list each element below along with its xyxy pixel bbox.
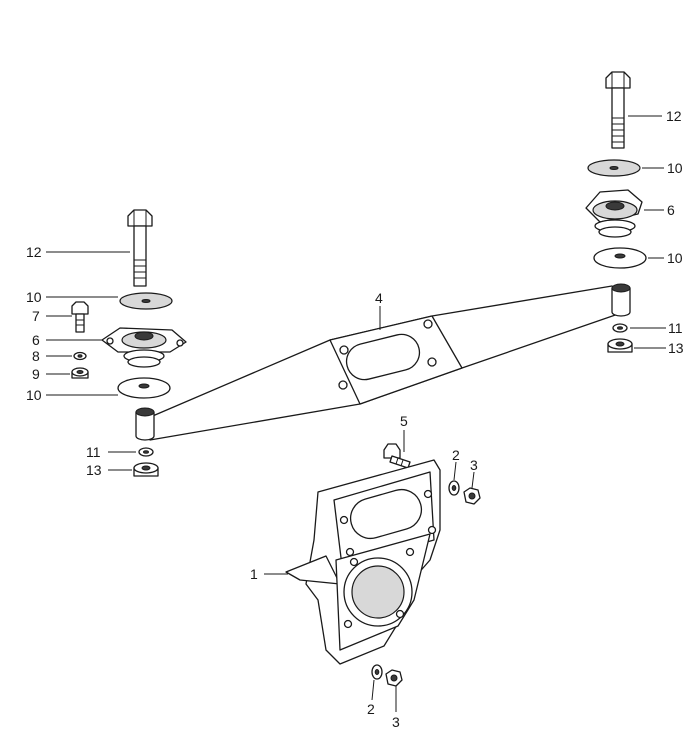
callout-2-bottom: 2: [367, 701, 375, 717]
bolt-bracket: [383, 443, 411, 469]
bolt-small: [71, 301, 89, 333]
lockwasher-right: [612, 323, 628, 333]
lockwasher-left: [138, 447, 154, 457]
callout-1: 1: [250, 566, 258, 582]
washer-left-top: [119, 292, 173, 310]
callout-13-right: 13: [668, 340, 684, 356]
nut-right: [607, 338, 633, 353]
callout-10-left-top: 10: [26, 289, 42, 305]
nut-small: [71, 367, 89, 379]
mount-left: [101, 327, 187, 368]
callout-5: 5: [400, 413, 408, 429]
callout-10-right-bottom: 10: [667, 250, 683, 266]
callout-12-left: 12: [26, 244, 42, 260]
callout-13-left: 13: [86, 462, 102, 478]
mount-right: [585, 189, 643, 238]
callout-11-right: 11: [668, 320, 683, 336]
callout-3-top: 3: [470, 457, 478, 473]
callout-6-left: 6: [32, 332, 40, 348]
lockwasher-small: [73, 351, 87, 361]
callouts: 12 10 6 10 4 11 13 12 10 7 6 8 9 10 11 1…: [26, 108, 684, 730]
nut-top: [463, 487, 481, 505]
washer-right-bottom: [593, 247, 647, 269]
washer-top: [448, 480, 460, 496]
nut-left: [133, 462, 159, 477]
bolt-left: [127, 209, 153, 287]
nut-bottom: [385, 669, 403, 687]
leader-lines: [46, 115, 666, 712]
callout-10-right-top: 10: [667, 160, 683, 176]
callout-3-bottom: 3: [392, 714, 400, 730]
bracket: [285, 459, 441, 665]
washer-right-top: [587, 159, 641, 177]
callout-9: 9: [32, 366, 40, 382]
callout-6-right: 6: [667, 202, 675, 218]
callout-11-left: 11: [86, 444, 101, 460]
callout-10-left-bottom: 10: [26, 387, 42, 403]
washer-left-bottom: [117, 377, 171, 399]
callout-8: 8: [32, 348, 40, 364]
callout-4: 4: [375, 290, 383, 306]
crossmember: [135, 283, 631, 441]
callout-2-top: 2: [452, 447, 460, 463]
bolt-right: [605, 71, 631, 149]
washer-bottom: [371, 664, 383, 680]
callout-12-right: 12: [666, 108, 682, 124]
callout-7: 7: [32, 308, 40, 324]
